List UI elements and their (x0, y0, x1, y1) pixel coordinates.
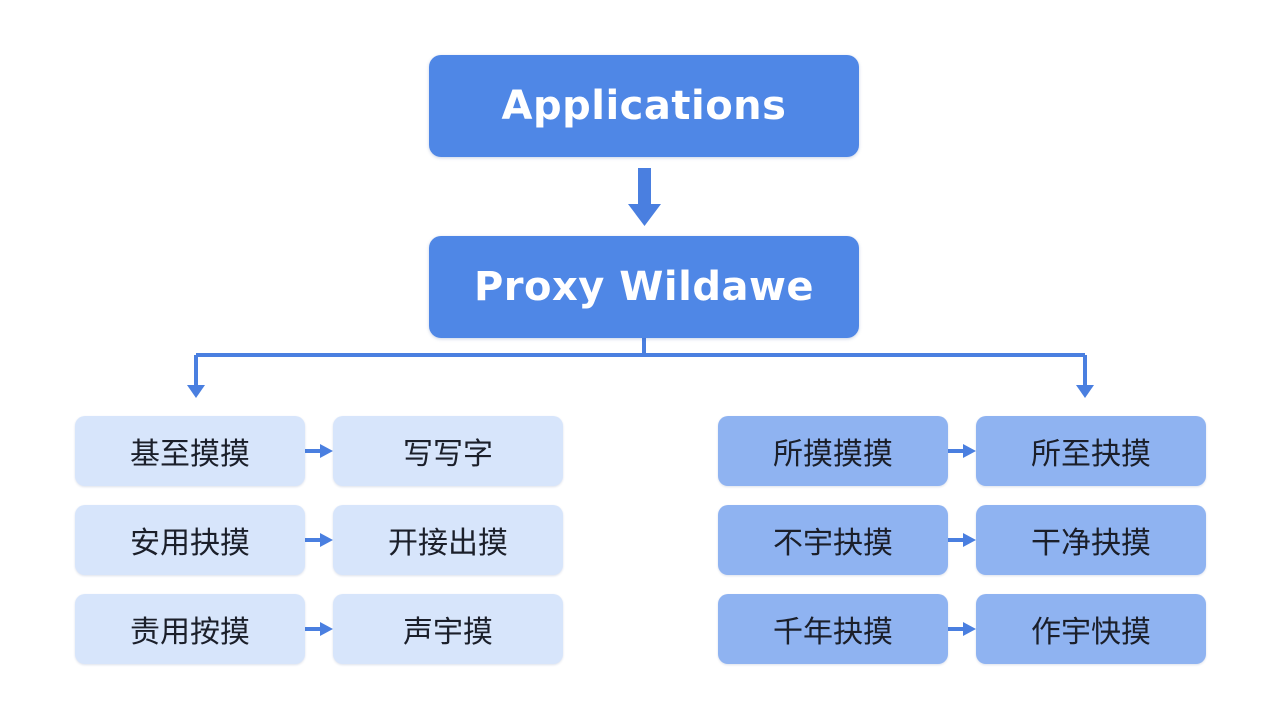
proxy-node: Proxy Wildawe (429, 236, 859, 338)
applications-node: Applications (429, 55, 859, 157)
left-row2-target-node: 开接出摸 (333, 505, 563, 575)
left-row2-source-node: 安用抉摸 (75, 505, 305, 575)
down-arrow-apps-to-proxy (628, 168, 661, 226)
branch-arrow-right (1076, 385, 1094, 398)
row-arrows-left (305, 444, 333, 636)
right-row2-source-node: 不宇抉摸 (718, 505, 948, 575)
left-row3-source-node: 责用按摸 (75, 594, 305, 664)
right-row1-source-node: 所摸摸摸 (718, 416, 948, 486)
left-row1-target-node: 写写字 (333, 416, 563, 486)
branch-connector (194, 338, 1087, 388)
row-arrows-right (948, 444, 976, 636)
right-row3-source-node: 千年抉摸 (718, 594, 948, 664)
right-row3-target-node: 作宇快摸 (976, 594, 1206, 664)
left-row1-source-node: 基至摸摸 (75, 416, 305, 486)
left-row3-target-node: 声宇摸 (333, 594, 563, 664)
right-row1-target-node: 所至抉摸 (976, 416, 1206, 486)
branch-arrow-left (187, 385, 205, 398)
right-row2-target-node: 干净抉摸 (976, 505, 1206, 575)
